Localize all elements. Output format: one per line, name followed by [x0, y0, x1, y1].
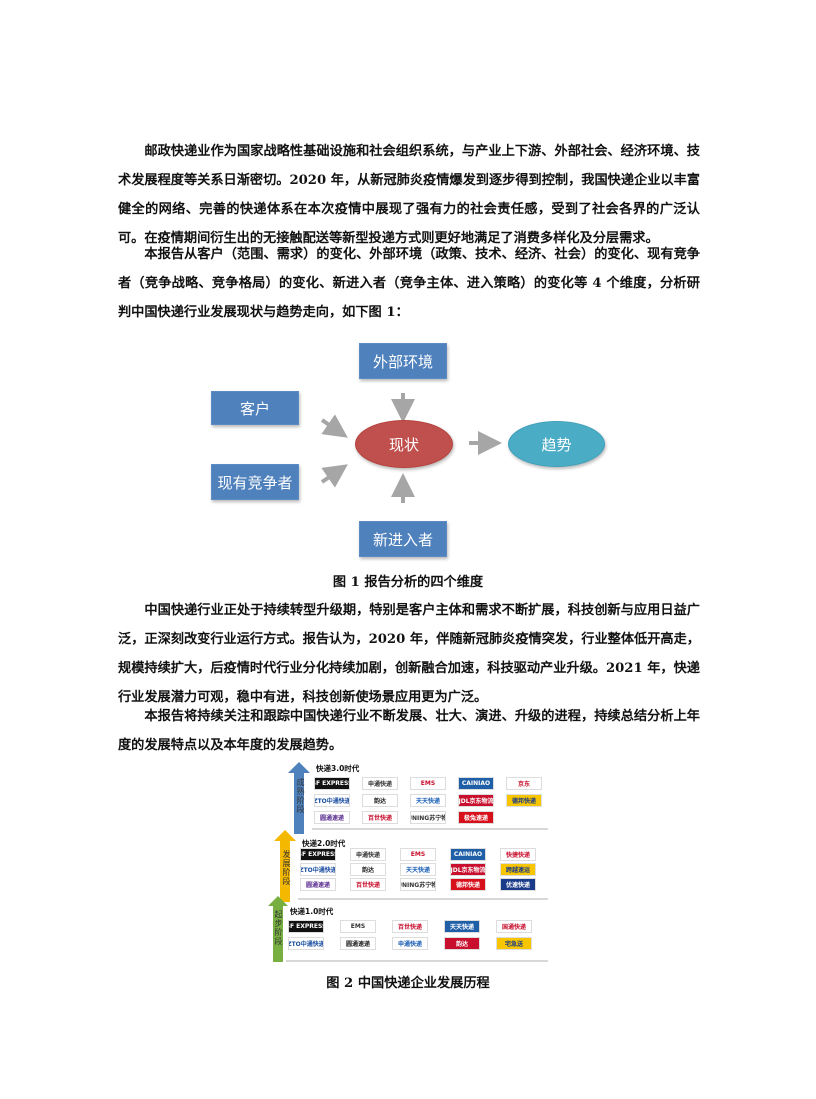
- tier-shelf-1: [286, 960, 548, 962]
- courier-logo: 圆通速递: [340, 937, 376, 950]
- courier-logo: 优速快递: [500, 878, 536, 891]
- stage-text-starting: 起步阶段: [274, 910, 283, 946]
- courier-logo: 京东: [506, 777, 542, 790]
- figure1-caption: 图 1 报告分析的四个维度: [332, 575, 484, 590]
- stage-text-developing: 发展阶段: [282, 850, 291, 886]
- courier-logo: SUNING苏宁物流: [400, 878, 436, 891]
- courier-logo: EMS: [400, 848, 436, 861]
- stage-arrow-mature: [288, 762, 310, 834]
- paragraph-intro: 邮政快递业作为国家战略性基础设施和社会组织系统，与产业上下游、外部社会、经济环境…: [118, 144, 700, 246]
- stage-arrow-developing: [274, 830, 296, 902]
- courier-logo: 天天快递: [444, 920, 480, 933]
- courier-logo: JDL京东物流: [450, 863, 486, 876]
- tier-label-3: 快递3.0时代: [316, 764, 360, 773]
- stage-arrow-starting: [268, 896, 288, 962]
- courier-logo: CAINIAO: [450, 848, 486, 861]
- courier-logo: EMS: [340, 920, 376, 933]
- figure2-development-stages: 成熟阶段 快递3.0时代 发展阶段 快递2.0时代 起步阶段 快递1.0时代 S…: [268, 760, 552, 964]
- courier-logo: 百世快递: [362, 811, 398, 824]
- courier-logo: 跨越速运: [500, 863, 536, 876]
- courier-logo: ZTO中通快递: [314, 794, 350, 807]
- courier-logo: 申通快递: [362, 777, 398, 790]
- courier-logo: 天天快递: [410, 794, 446, 807]
- courier-logo: 德邦快递: [506, 794, 542, 807]
- courier-logo: 德邦快递: [450, 878, 486, 891]
- courier-logo: 韵达: [362, 794, 398, 807]
- courier-logo: 申通快递: [350, 848, 386, 861]
- tier-shelf-2: [298, 898, 548, 900]
- courier-logo: 宅急送: [496, 937, 532, 950]
- courier-logo: 韵达: [350, 863, 386, 876]
- ellipse-current: 现状: [355, 420, 453, 468]
- courier-logo: ZTO中通快递: [300, 863, 336, 876]
- tier-label-1: 快递1.0时代: [290, 907, 334, 916]
- courier-logo: SF EXPRESS: [314, 777, 350, 790]
- paragraph-dimensions: 本报告从客户（范围、需求）的变化、外部环境（政策、技术、经济、社会）的变化、现有…: [118, 247, 700, 320]
- figure2-caption: 图 2 中国快递企业发展历程: [326, 976, 490, 991]
- courier-logo: SF EXPRESS: [288, 920, 324, 933]
- arrow-customer: [320, 414, 348, 438]
- paragraph-status: 中国快递行业正处于持续转型升级期，特别是客户主体和需求不断扩展，科技创新与应用日…: [118, 603, 700, 705]
- box-customer: 客户: [211, 391, 299, 425]
- courier-logo: 韵达: [444, 937, 480, 950]
- tier-label-2: 快递2.0时代: [302, 839, 346, 848]
- courier-logo: 天天快递: [400, 863, 436, 876]
- courier-logo: 快捷快递: [500, 848, 536, 861]
- courier-logo: 百世快递: [350, 878, 386, 891]
- courier-logo: EMS: [410, 777, 446, 790]
- stage-text-mature: 成熟阶段: [296, 778, 305, 814]
- figure1-arrows: [320, 393, 502, 503]
- courier-logo: ZTO中通快递: [288, 937, 324, 950]
- courier-logo: SUNING苏宁物流: [410, 811, 446, 824]
- arrow-competitors: [320, 464, 348, 488]
- courier-logo: 圆通速递: [314, 811, 350, 824]
- box-new-entrants: 新进入者: [359, 521, 447, 557]
- paragraph-tracking: 本报告将持续关注和跟踪中国快递行业不断发展、壮大、演进、升级的进程，持续总结分析…: [118, 709, 700, 753]
- box-external-environment: 外部环境: [359, 343, 447, 379]
- courier-logo: JDL京东物流: [458, 794, 494, 807]
- courier-logo: SF EXPRESS: [300, 848, 336, 861]
- courier-logo: 百世快递: [392, 920, 428, 933]
- courier-logo: 申通快递: [392, 937, 428, 950]
- courier-logo: 极兔速递: [458, 811, 494, 824]
- courier-logo: CAINIAO: [458, 777, 494, 790]
- ellipse-trend: 趋势: [508, 421, 605, 467]
- courier-logo: 圆通速递: [300, 878, 336, 891]
- tier-shelf-3: [312, 828, 548, 830]
- box-competitors: 现有竞争者: [211, 464, 299, 500]
- courier-logo: 国通快递: [496, 920, 532, 933]
